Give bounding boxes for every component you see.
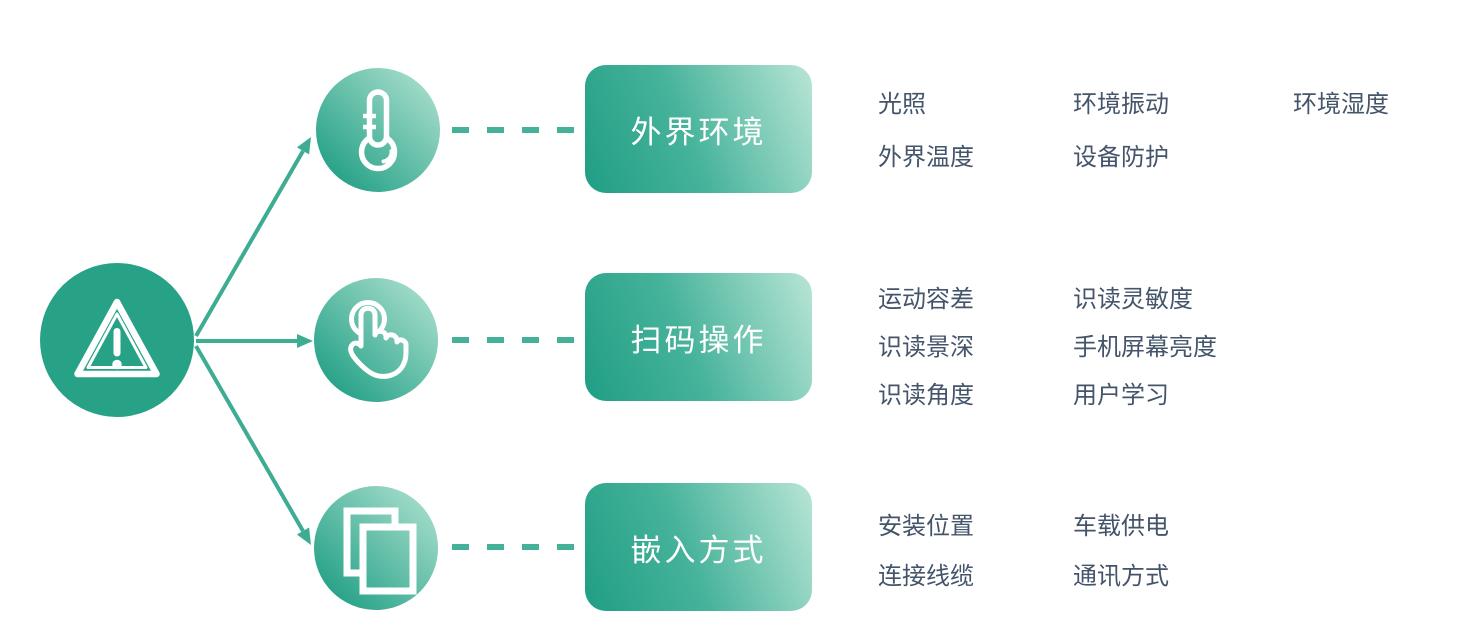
factor-item: 识读角度 bbox=[878, 382, 974, 409]
factor-item: 安装位置 bbox=[878, 513, 974, 540]
branch-box-scanning: 扫码操作 bbox=[585, 273, 812, 401]
arrow-to-scanning bbox=[196, 334, 313, 348]
arrow-to-embedding bbox=[194, 344, 311, 545]
branch-node-scanning bbox=[314, 278, 438, 402]
branch-box-embedding: 嵌入方式 bbox=[585, 483, 812, 611]
factor-list-environment: 光照 环境振动 环境湿度 外界温度 设备防护 bbox=[878, 84, 1389, 190]
factor-item: 运动容差 bbox=[878, 286, 974, 313]
factor-item: 外界温度 bbox=[878, 144, 974, 171]
factor-item: 光照 bbox=[878, 91, 926, 118]
branch-box-environment: 外界环境 bbox=[585, 65, 812, 193]
branch-label: 外界环境 bbox=[630, 114, 767, 150]
factor-item: 设备防护 bbox=[1073, 144, 1169, 171]
branch-label: 扫码操作 bbox=[630, 322, 767, 358]
factor-item: 识读灵敏度 bbox=[1073, 286, 1193, 313]
branch-label: 嵌入方式 bbox=[630, 532, 767, 568]
factor-item: 环境湿度 bbox=[1293, 91, 1389, 118]
dashed-links bbox=[452, 127, 579, 550]
tap-gesture-icon bbox=[314, 278, 438, 402]
factor-list-scanning: 运动容差 识读灵敏度 识读景深 手机屏幕亮度 识读角度 用户学习 bbox=[878, 279, 1217, 423]
factor-item: 识读景深 bbox=[878, 334, 974, 361]
branch-node-embedding bbox=[314, 486, 438, 610]
factor-item: 用户学习 bbox=[1073, 382, 1169, 409]
thermometer-icon bbox=[316, 68, 440, 192]
arrow-to-environment bbox=[194, 137, 311, 338]
root-node bbox=[40, 263, 194, 417]
warning-triangle-icon bbox=[40, 263, 194, 417]
factor-item: 环境振动 bbox=[1073, 91, 1169, 118]
branch-node-environment bbox=[316, 68, 440, 192]
factor-item: 连接线缆 bbox=[878, 563, 974, 590]
factor-item: 手机屏幕亮度 bbox=[1073, 334, 1217, 361]
factor-list-embedding: 安装位置 车载供电 连接线缆 通讯方式 bbox=[878, 506, 1169, 606]
copy-pages-icon bbox=[314, 486, 438, 610]
factor-item: 车载供电 bbox=[1073, 513, 1169, 540]
factor-item: 通讯方式 bbox=[1073, 563, 1169, 590]
